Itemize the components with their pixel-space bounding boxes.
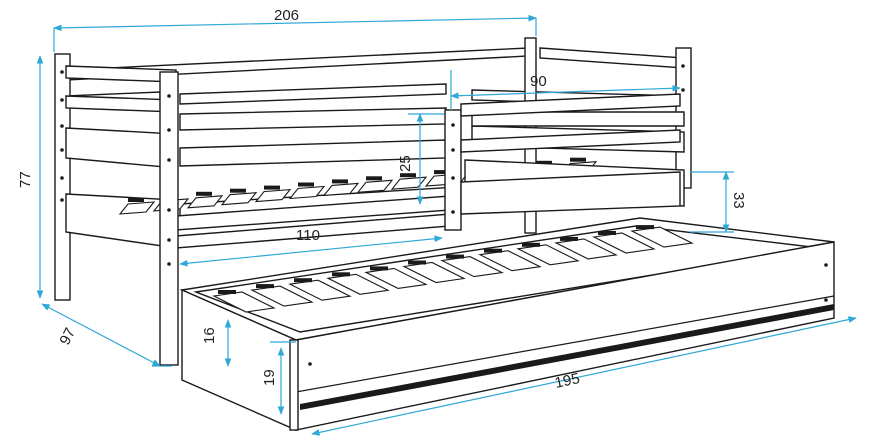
slat — [390, 176, 428, 190]
drawer-slat-clip — [370, 266, 388, 271]
drawer-slat-clip — [560, 236, 578, 241]
dim-total-length: 206 — [274, 7, 299, 24]
slat-clip — [434, 170, 450, 175]
drawer-slat-clip — [332, 272, 350, 277]
slat-clip — [366, 176, 382, 181]
drawer-slat-clip — [256, 284, 274, 289]
drawer-slat-clip — [294, 278, 312, 283]
dim-mattress-length: 110 — [296, 227, 320, 244]
slat-clip — [332, 179, 348, 184]
slat-clip — [230, 188, 246, 193]
slat — [118, 201, 156, 215]
slat-clip — [400, 173, 416, 178]
slat-clip — [264, 185, 280, 190]
slat-clip — [196, 191, 212, 196]
slat-clip — [298, 182, 314, 187]
drawer-slat-clip — [598, 231, 616, 235]
dim-drawer-inner-height: 16 — [201, 327, 218, 344]
slat — [254, 188, 292, 203]
dim-drawer-outer-height: 19 — [261, 369, 278, 386]
drawer-slat-clip — [484, 248, 502, 253]
slat — [322, 182, 360, 197]
slat — [356, 179, 394, 193]
dimension-lines — [36, 14, 857, 436]
dim-inner-opening: 90 — [530, 73, 547, 90]
trundle-drawer — [179, 217, 835, 432]
dim-depth: 97 — [56, 325, 79, 348]
slat-clip — [128, 198, 144, 202]
dim-drawer-length: 195 — [553, 370, 581, 392]
left-post-front — [159, 71, 179, 366]
dim-side-rail-height: 33 — [730, 192, 747, 209]
drawer-slat-clip — [636, 225, 654, 230]
drawer-slat-clip — [218, 290, 236, 294]
drawer-slat-clip — [522, 242, 540, 247]
slat-clip — [570, 157, 586, 162]
drawer-slat-clip — [446, 254, 464, 259]
slat — [186, 195, 224, 209]
drawer-slat-clip — [408, 260, 426, 265]
slat — [288, 185, 326, 200]
left-post-back — [54, 53, 71, 301]
slat-clip — [536, 160, 552, 165]
dim-front-rail-height: 25 — [397, 155, 414, 172]
dimension-labels: 206 90 77 25 33 110 97 16 19 195 — [17, 7, 747, 392]
slat — [220, 192, 258, 206]
dim-total-height: 77 — [17, 171, 34, 188]
